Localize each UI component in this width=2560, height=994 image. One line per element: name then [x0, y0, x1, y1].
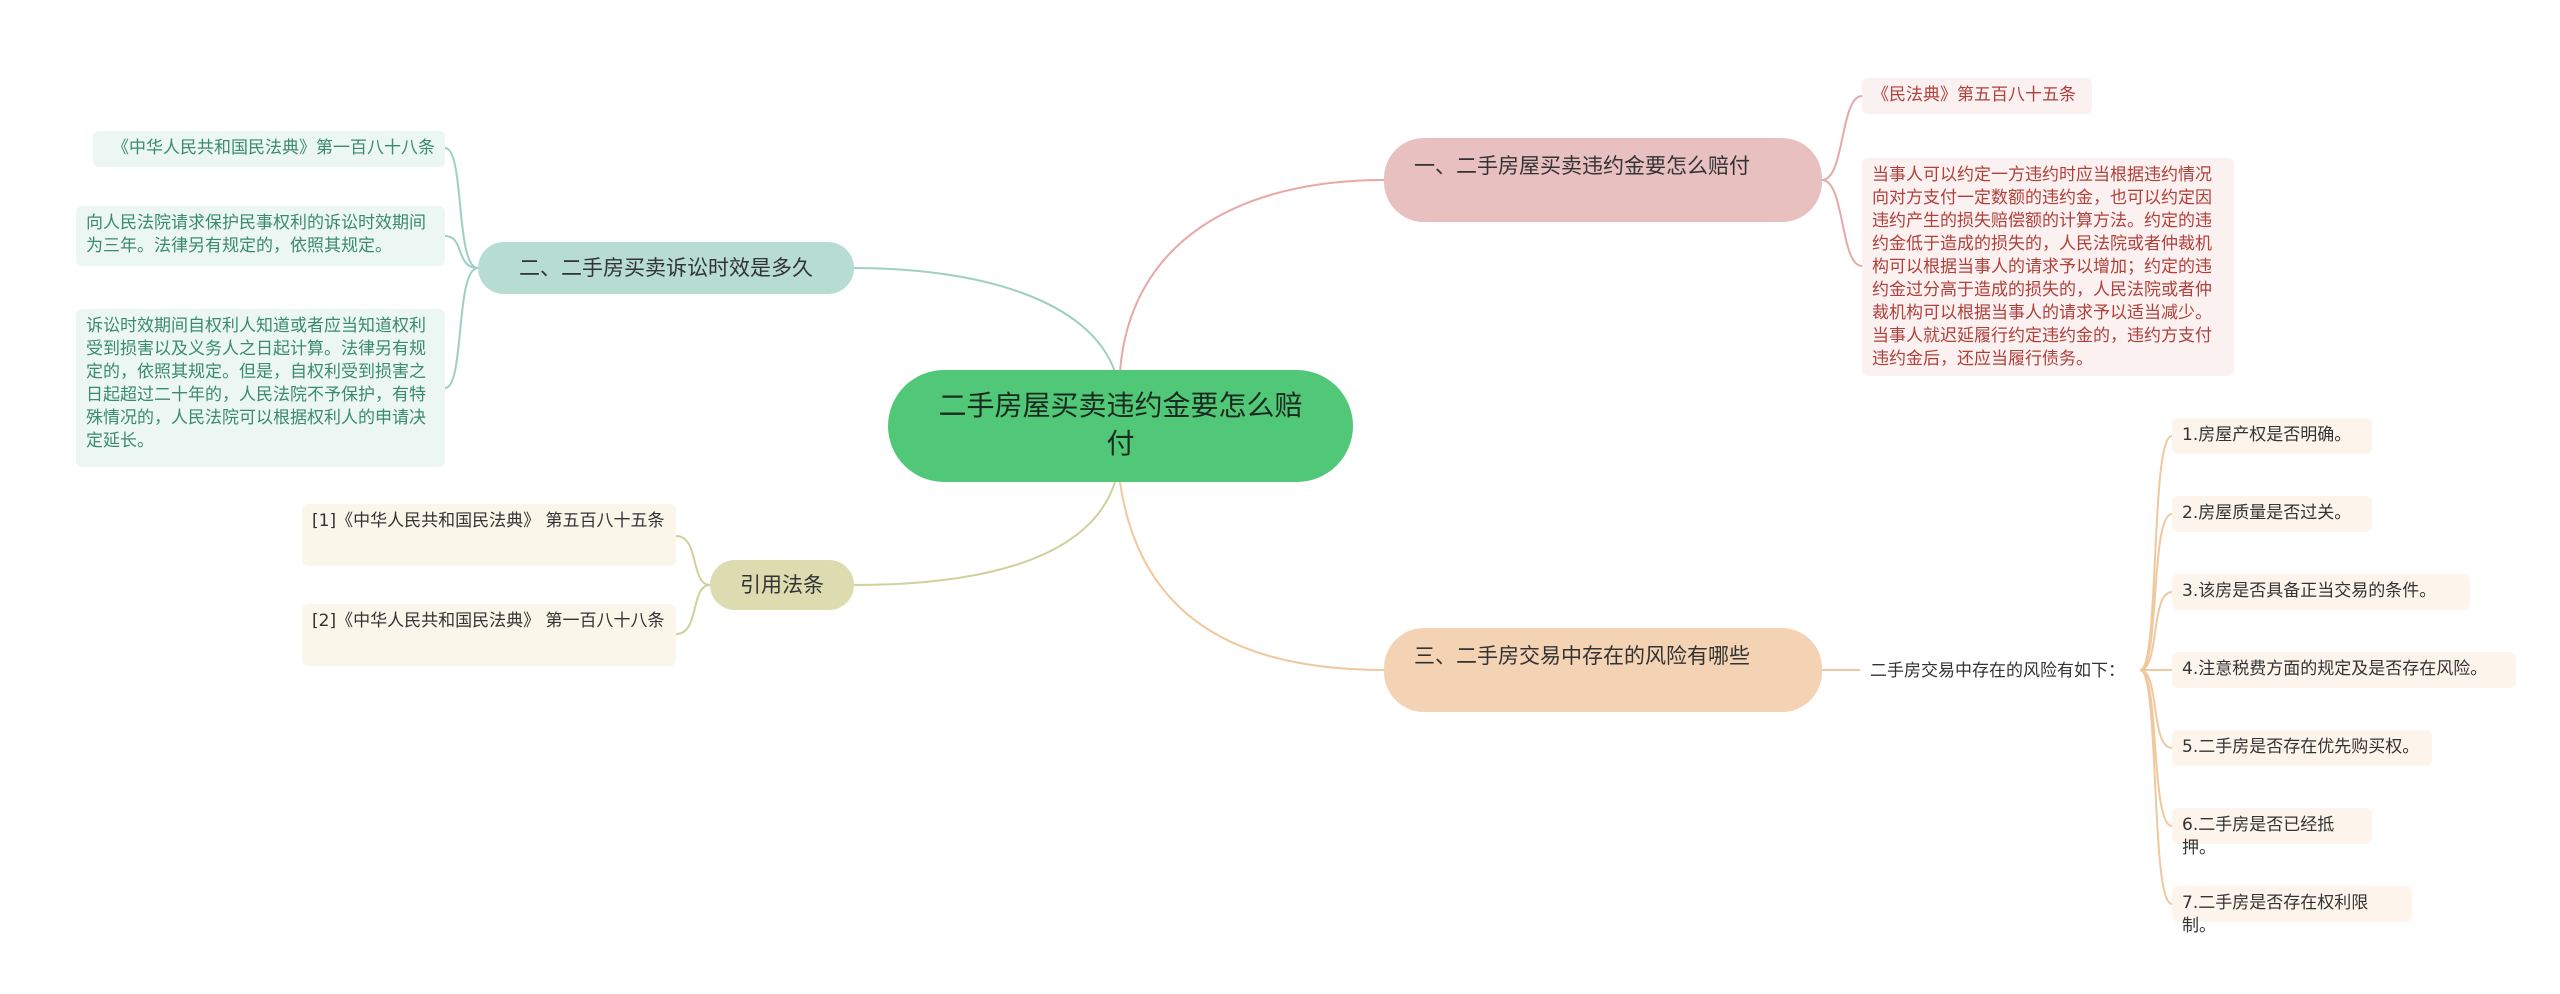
risk-item[interactable]: 5.二手房是否存在优先购买权。 [2172, 730, 2432, 766]
leaf-penalty-explanation[interactable]: 当事人可以约定一方违约时应当根据违约情况向对方支付一定数额的违约金，也可以约定因… [1862, 158, 2234, 376]
branch-transaction-risks[interactable]: 三、二手房交易中存在的风险有哪些 [1384, 628, 1822, 712]
branch-breach-compensation[interactable]: 一、二手房屋买卖违约金要怎么赔付 [1384, 138, 1822, 222]
leaf-citation-188[interactable]: [2]《中华人民共和国民法典》 第一百八十八条 [302, 604, 676, 666]
link-root-branch2 [853, 267, 1116, 373]
link-b4-leaf1 [675, 535, 711, 586]
link-b1-leaf2 [1821, 179, 1863, 267]
branch-cited-laws[interactable]: 引用法条 [710, 560, 854, 610]
leaf-civil-code-585[interactable]: 《民法典》第五百八十五条 [1862, 78, 2092, 114]
leaf-citation-585[interactable]: [1]《中华人民共和国民法典》 第五百八十五条 [302, 504, 676, 566]
risk-item[interactable]: 4.注意税费方面的规定及是否存在风险。 [2172, 652, 2516, 688]
leaf-risks-intro[interactable]: 二手房交易中存在的风险有如下： [1870, 661, 2125, 681]
risk-item[interactable]: 7.二手房是否存在权利限制。 [2172, 886, 2412, 936]
branch-litigation-period[interactable]: 二、二手房买卖诉讼时效是多久 [478, 242, 854, 294]
leaf-three-year-period[interactable]: 向人民法院请求保护民事权利的诉讼时效期间为三年。法律另有规定的，依照其规定。 [76, 206, 445, 266]
risk-item[interactable]: 6.二手房是否已经抵押。 [2172, 808, 2372, 858]
risk-item[interactable]: 2.房屋质量是否过关。 [2172, 496, 2372, 532]
leaf-period-start[interactable]: 诉讼时效期间自权利人知道或者应当知道权利受到损害以及义务人之日起计算。法律另有规… [76, 309, 445, 467]
risk-item[interactable]: 1.房屋产权是否明确。 [2172, 418, 2372, 454]
risk-item[interactable]: 3.该房是否具备正当交易的条件。 [2172, 574, 2470, 610]
link-b1-leaf1 [1821, 95, 1863, 181]
link-root-branch4 [853, 481, 1116, 586]
link-root-branch1 [1119, 179, 1385, 373]
link-b3-items [2139, 435, 2173, 905]
link-b2-leaf3 [444, 267, 479, 389]
link-b2-leaf2 [444, 235, 479, 269]
link-b4-leaf2 [675, 584, 711, 635]
link-b2-leaf1 [444, 147, 479, 269]
leaf-civil-code-188[interactable]: 《中华人民共和国民法典》第一百八十八条 [93, 131, 445, 167]
link-root-branch3 [1119, 481, 1385, 671]
root-topic[interactable]: 二手房屋买卖违约金要怎么赔付 [888, 370, 1353, 482]
